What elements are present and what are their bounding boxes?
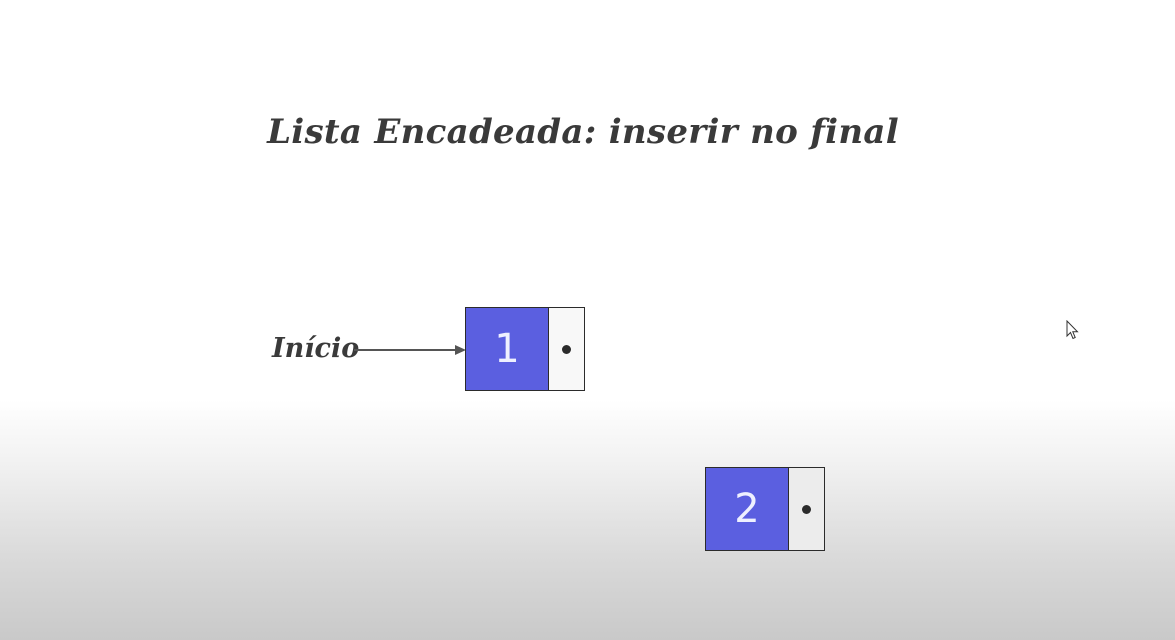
list-node-1: 1	[465, 307, 585, 391]
node-value: 1	[466, 308, 549, 390]
null-pointer-dot-icon	[562, 344, 571, 354]
mouse-pointer-icon	[1066, 320, 1079, 340]
node-value: 2	[706, 468, 789, 550]
list-node-2: 2	[705, 467, 825, 551]
null-pointer-dot-icon	[802, 504, 811, 514]
head-pointer-label: Início	[272, 333, 360, 364]
head-arrow	[354, 345, 466, 355]
node-next-pointer	[789, 468, 824, 550]
slide-title: Lista Encadeada: inserir no final	[267, 112, 899, 152]
node-next-pointer	[549, 308, 584, 390]
